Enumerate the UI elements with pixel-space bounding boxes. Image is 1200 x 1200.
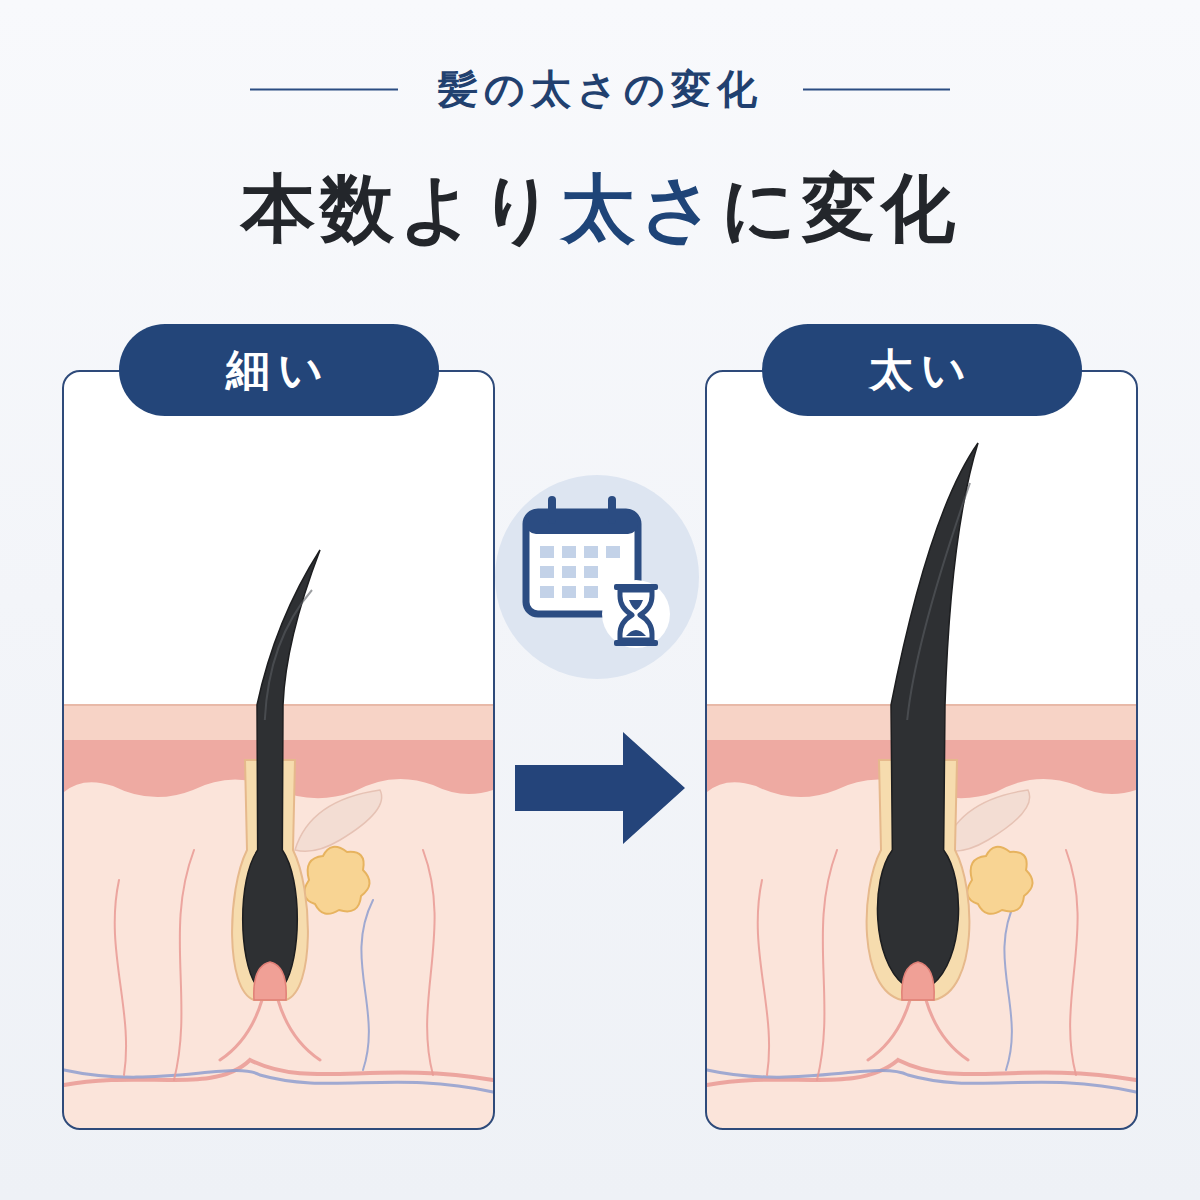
icon-circle — [495, 475, 699, 679]
blood-vessel — [278, 1000, 320, 1060]
blood-vessel — [361, 900, 373, 1070]
main-title: 本数より太さに変化 — [0, 160, 1200, 260]
heading-rule — [803, 89, 950, 91]
hair-shaft — [243, 550, 320, 985]
panel-header: 太い — [762, 324, 1082, 416]
title-char: 本 — [241, 165, 320, 251]
blood-vessel — [64, 1060, 493, 1085]
title-char: よ — [399, 165, 480, 251]
blood-vessel — [868, 1000, 910, 1060]
blood-vessel — [1004, 900, 1016, 1070]
hair-shaft — [877, 443, 978, 985]
blood-vessel — [817, 850, 837, 1080]
panel-box: 太い — [705, 370, 1138, 1130]
heading-rule — [250, 89, 398, 91]
title-char: 数 — [320, 165, 399, 251]
hair-highlight — [907, 483, 970, 720]
blood-vessel — [64, 1070, 493, 1092]
calendar-icon — [495, 475, 699, 679]
hourglass — [614, 584, 658, 646]
title-char: 太 — [561, 165, 640, 251]
hair-highlight — [265, 590, 312, 720]
blood-vessel — [707, 1070, 1136, 1092]
block-arrow — [515, 732, 685, 844]
title-char: に — [721, 165, 802, 251]
heading-row: 髪の太さの変化 — [0, 62, 1200, 117]
skin-section — [707, 443, 1136, 1129]
blood-vessel — [707, 1060, 1136, 1085]
title-char: さ — [640, 165, 721, 251]
sebaceous-gland — [304, 847, 369, 914]
blood-vessel — [220, 1000, 262, 1060]
hourglass-ground — [602, 580, 670, 648]
section-label: 髪の太さの変化 — [438, 62, 763, 117]
skin-section — [64, 550, 493, 1129]
blood-vessel — [423, 850, 435, 1075]
blood-vessel — [926, 1000, 968, 1060]
title-char: り — [480, 165, 561, 251]
dermal-papilla — [254, 962, 286, 1000]
dermal-papilla — [902, 962, 934, 1000]
calendar-ring — [548, 496, 556, 524]
panel-box: 細い — [62, 370, 495, 1130]
arrector-muscle — [295, 790, 382, 851]
blood-vessel — [115, 880, 126, 1075]
blood-vessel — [1066, 850, 1078, 1075]
panel-header: 細い — [119, 324, 439, 416]
title-char: 化 — [881, 165, 960, 251]
sebaceous-gland — [967, 847, 1032, 914]
calendar-ring — [608, 496, 616, 524]
blood-vessel — [174, 850, 194, 1080]
title-char: 変 — [802, 165, 881, 251]
calendar-grid — [540, 546, 620, 598]
calendar-header — [526, 512, 638, 534]
blood-vessel — [758, 880, 769, 1075]
